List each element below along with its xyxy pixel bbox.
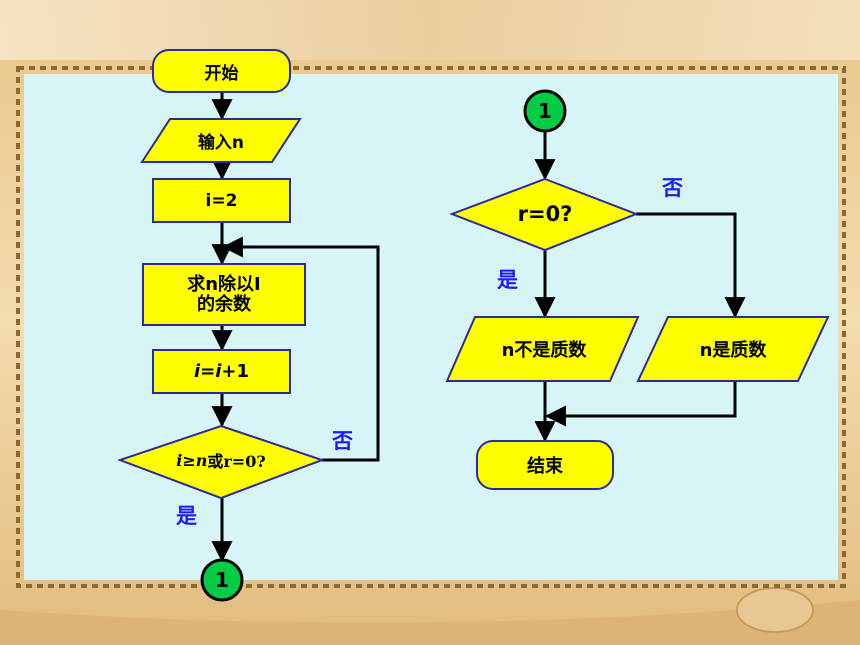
increment-eq: = [200, 361, 216, 382]
decision-ge: ≥ [182, 450, 196, 470]
increment-var-i2: i [215, 361, 222, 382]
decision-left-node [117, 424, 325, 500]
connector-label-top: 1 [538, 99, 552, 123]
increment-node [152, 349, 291, 394]
increment-var-i1: i [193, 361, 201, 382]
prime-label: n是质数 [699, 340, 767, 361]
right-no-label: 否 [662, 176, 683, 200]
decision-var-i: i [176, 450, 183, 470]
increment-label: i=i+1 [153, 350, 290, 393]
end-label: 结束 [527, 456, 563, 477]
arrow-decision-no [636, 212, 746, 319]
input-label: 输入n [197, 133, 245, 153]
not-prime-label: n不是质数 [501, 340, 587, 361]
init-label: i=2 [205, 190, 238, 211]
remainder-label-line1: 求n除以I [187, 273, 261, 295]
decision-right-label: r=0? [517, 202, 573, 226]
decision-rest: 或r=0? [207, 452, 266, 471]
connector-label-bottom: 1 [215, 568, 229, 592]
loop-back-line [221, 236, 380, 462]
remainder-label: 求n除以I 的余数 [143, 264, 305, 325]
start-node [152, 49, 291, 93]
start-label: 开始 [204, 63, 239, 84]
left-yes-label: 是 [176, 504, 197, 528]
right-yes-label: 是 [497, 268, 518, 292]
remainder-label-line2: 的余数 [197, 293, 251, 315]
not-prime-node [445, 316, 640, 382]
end-node [476, 440, 614, 490]
decision-right-node [449, 177, 639, 252]
input-node [140, 118, 302, 163]
remainder-node [142, 263, 306, 326]
init-node [152, 178, 291, 223]
decision-var-n: n [195, 450, 208, 470]
increment-rest: +1 [221, 361, 250, 382]
connector-circle-top [523, 89, 567, 133]
arrow-prime-to-merge [544, 382, 737, 427]
prime-node [636, 316, 830, 382]
left-no-label: 否 [332, 429, 353, 453]
connector-circle-bottom [200, 558, 244, 602]
